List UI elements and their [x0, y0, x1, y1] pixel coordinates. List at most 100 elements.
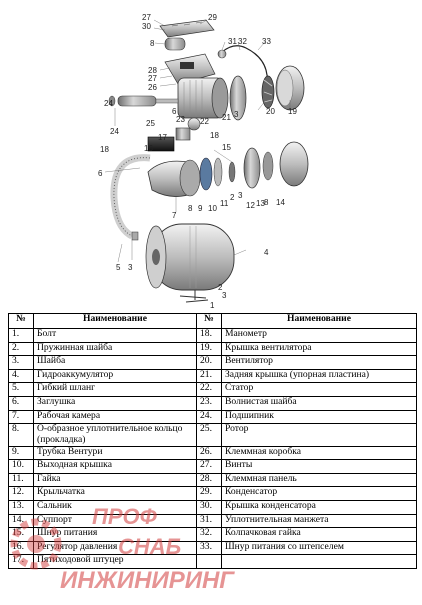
flexible-hose-part: [110, 154, 151, 241]
row-name-2: Клеммная коробка: [221, 445, 417, 461]
row-num-2: 26.: [196, 445, 222, 461]
table-header-row: № Наименование № Наименование: [8, 313, 417, 329]
row-num-2: 23.: [196, 395, 222, 411]
row-name-2: Клеммная панель: [221, 472, 417, 488]
callout-9: 9: [198, 204, 203, 213]
callout-8: 8: [188, 204, 193, 213]
callout-20: 20: [266, 107, 275, 116]
row-num-2: 19.: [196, 341, 222, 357]
row-num-2: 30.: [196, 500, 222, 515]
row-name: Крыльчатка: [33, 486, 197, 501]
row-num-2: 22.: [196, 382, 222, 397]
callout-8-top: 8: [150, 39, 155, 48]
header-num: №: [8, 313, 34, 329]
leader-lines: [104, 19, 291, 263]
row-num: 9.: [8, 445, 34, 461]
callout-3-top: 3: [234, 110, 239, 119]
row-num: 10.: [8, 459, 34, 474]
row-name: Гибкий шланг: [33, 382, 197, 397]
row-num: 15.: [8, 527, 34, 542]
row-num-2: 24.: [196, 409, 222, 425]
row-num: 13.: [8, 500, 34, 515]
row-name-2: Конденсатор: [221, 486, 417, 501]
row-name: Пятиходовой штуцер: [33, 554, 197, 569]
exploded-parts-diagram: 27 30 29 8 31 32 33 28 27 26 24 24 25 6 …: [98, 13, 309, 310]
row-name: Рабочая камера: [33, 409, 197, 425]
row-num-2: 33.: [196, 540, 222, 556]
row-num: 17.: [8, 554, 34, 569]
row-name-2: Колпачковая гайка: [221, 527, 417, 542]
row-name: Регулятор давления: [33, 540, 197, 556]
row-name-2: Шнур питания со штепселем: [221, 540, 417, 556]
row-name: Гидроаккумулятор: [33, 368, 197, 384]
row-name-2: Уплотнительная манжета: [221, 513, 417, 529]
callout-3: 3: [238, 191, 243, 200]
row-num: 16.: [8, 540, 34, 556]
row-name: Шнур питания: [33, 527, 197, 542]
callout-26: 26: [148, 83, 157, 92]
bolt-set-part: [179, 290, 209, 303]
callout-23: 23: [176, 115, 185, 124]
callout-25: 25: [146, 119, 155, 128]
callout-29: 29: [208, 13, 217, 22]
row-num-2: 18.: [196, 328, 222, 343]
callout-15: 15: [222, 143, 231, 152]
row-num: 1.: [8, 328, 34, 343]
header-num-2: №: [196, 313, 222, 329]
pump-housing-part: [147, 159, 201, 197]
pressure-switch-part: [147, 117, 201, 152]
callout-4: 4: [264, 248, 269, 257]
row-num: 14.: [8, 513, 34, 529]
callout-30: 30: [142, 22, 151, 31]
row-num-2: 28.: [196, 472, 222, 488]
callout-12: 12: [246, 201, 255, 210]
callout-32: 32: [238, 37, 247, 46]
row-name: Гайка: [33, 472, 197, 488]
row-num: 5.: [8, 382, 34, 397]
row-name-2: Винты: [221, 459, 417, 474]
callout-1: 1: [210, 301, 215, 310]
row-name: Суппорт: [33, 513, 197, 529]
impeller-stack-part: [199, 141, 309, 191]
callout-5: 5: [116, 263, 121, 272]
callout-3-bottom: 3: [222, 291, 227, 300]
pressure-tank-part: [145, 223, 235, 291]
row-num-2: 20.: [196, 355, 222, 370]
cable-gland-part: [217, 45, 271, 91]
row-num-2: [196, 554, 222, 569]
row-num: 6.: [8, 395, 34, 411]
callout-33: 33: [262, 37, 271, 46]
table-row: 8.О-образное уплотнительное кольцо (прок…: [8, 423, 417, 447]
callout-6: 6: [98, 169, 103, 178]
callout-16: 16: [144, 144, 153, 153]
callout-13: 13: [256, 199, 265, 208]
callout-6-top: 6: [172, 107, 177, 116]
header-name-2: Наименование: [221, 313, 417, 329]
motor-stator-part: [177, 77, 229, 119]
row-num-2: 32.: [196, 527, 222, 542]
row-name: О-образное уплотнительное кольцо (прокла…: [33, 423, 197, 447]
row-num: 11.: [8, 472, 34, 488]
callout-3-left: 3: [128, 263, 133, 272]
row-name-2: Волнистая шайба: [221, 395, 417, 411]
row-name-2: [221, 554, 417, 569]
header-name: Наименование: [33, 313, 197, 329]
callout-labels: 27 30 29 8 31 32 33 28 27 26 24 24 25 6 …: [98, 13, 297, 310]
fan-part: [261, 75, 275, 109]
row-num-2: 31.: [196, 513, 222, 529]
callout-17: 17: [158, 133, 167, 142]
row-num-2: 27.: [196, 459, 222, 474]
callout-19: 19: [288, 107, 297, 116]
row-num: 12.: [8, 486, 34, 501]
row-num-2: 21.: [196, 368, 222, 384]
rear-cover-part: [229, 75, 247, 121]
